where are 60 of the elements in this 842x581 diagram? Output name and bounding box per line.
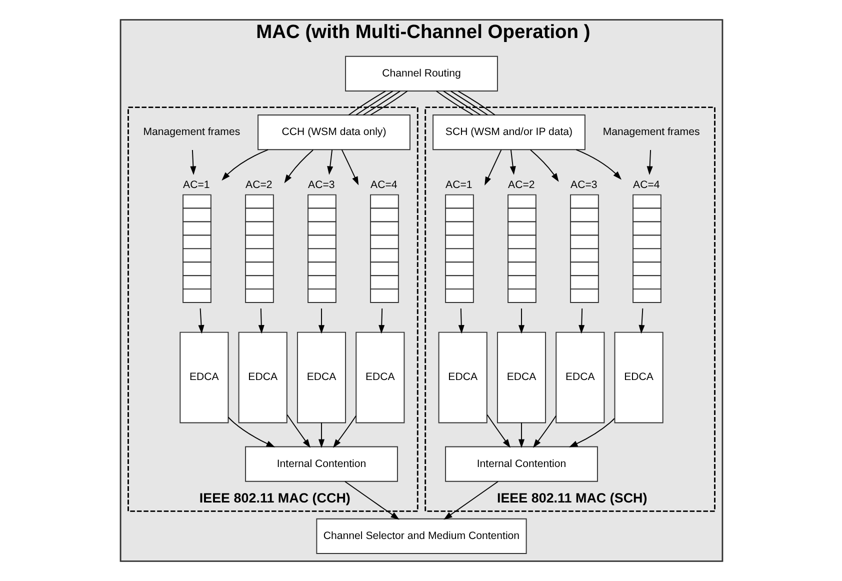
node-label: AC=4 — [370, 178, 397, 191]
node-box: CCH (WSM data only) — [257, 114, 410, 150]
node-label: AC=4 — [632, 178, 660, 191]
arrow — [318, 308, 324, 334]
arrow — [221, 149, 268, 181]
arrow — [530, 149, 558, 182]
arrow — [332, 415, 356, 448]
connector — [435, 90, 474, 116]
connector — [348, 90, 386, 116]
arrow — [344, 481, 399, 520]
node-box: EDCA — [179, 332, 228, 424]
node-box: EDCA — [238, 332, 287, 424]
arrow — [326, 149, 333, 175]
node-box: EDCA — [296, 332, 346, 424]
connector — [457, 90, 495, 116]
node-label: AC=2 — [245, 178, 272, 191]
node-box: Internal Contention — [444, 446, 598, 482]
arrow — [227, 416, 275, 448]
node-label: AC=3 — [308, 178, 334, 191]
arrow — [198, 308, 204, 334]
node-label: AC=1 — [182, 178, 210, 191]
arrow — [532, 415, 556, 448]
arrow — [190, 149, 196, 175]
connector — [370, 90, 408, 116]
node-label: AC=1 — [445, 178, 472, 191]
arrow — [518, 308, 524, 334]
arrow — [286, 414, 310, 448]
node-box: SCH (WSM and/or IP data) — [432, 114, 585, 150]
connector — [450, 90, 488, 116]
arrow — [318, 422, 324, 448]
arrow — [509, 149, 516, 175]
arrow — [638, 308, 644, 334]
node-box: EDCA — [555, 332, 604, 424]
arrow — [340, 149, 358, 186]
connector — [354, 90, 393, 116]
arrow — [575, 149, 622, 180]
arrow — [458, 308, 464, 334]
node-box: EDCA — [496, 332, 546, 424]
node-text: Management frames — [142, 126, 240, 138]
node-box: Internal Contention — [244, 446, 398, 482]
node-box: EDCA — [355, 332, 404, 424]
node-box: EDCA — [438, 332, 487, 424]
node-label: AC=2 — [508, 178, 534, 191]
arrow — [443, 481, 498, 520]
node-box: Channel Selector and Medium Contention — [316, 518, 526, 554]
arrow — [646, 149, 652, 175]
arrow — [578, 308, 584, 334]
arrow — [568, 418, 614, 448]
node-text: Management frames — [602, 126, 700, 138]
arrow — [484, 149, 502, 186]
arrow — [378, 308, 384, 334]
arrow — [258, 308, 264, 334]
node-box: EDCA — [614, 332, 663, 424]
node-box: Channel Routing — [344, 56, 498, 92]
node-label: AC=3 — [570, 178, 597, 191]
arrow — [284, 150, 314, 184]
connector — [362, 90, 400, 116]
arrow — [518, 422, 524, 448]
connector — [442, 90, 480, 116]
arrow — [486, 414, 510, 448]
